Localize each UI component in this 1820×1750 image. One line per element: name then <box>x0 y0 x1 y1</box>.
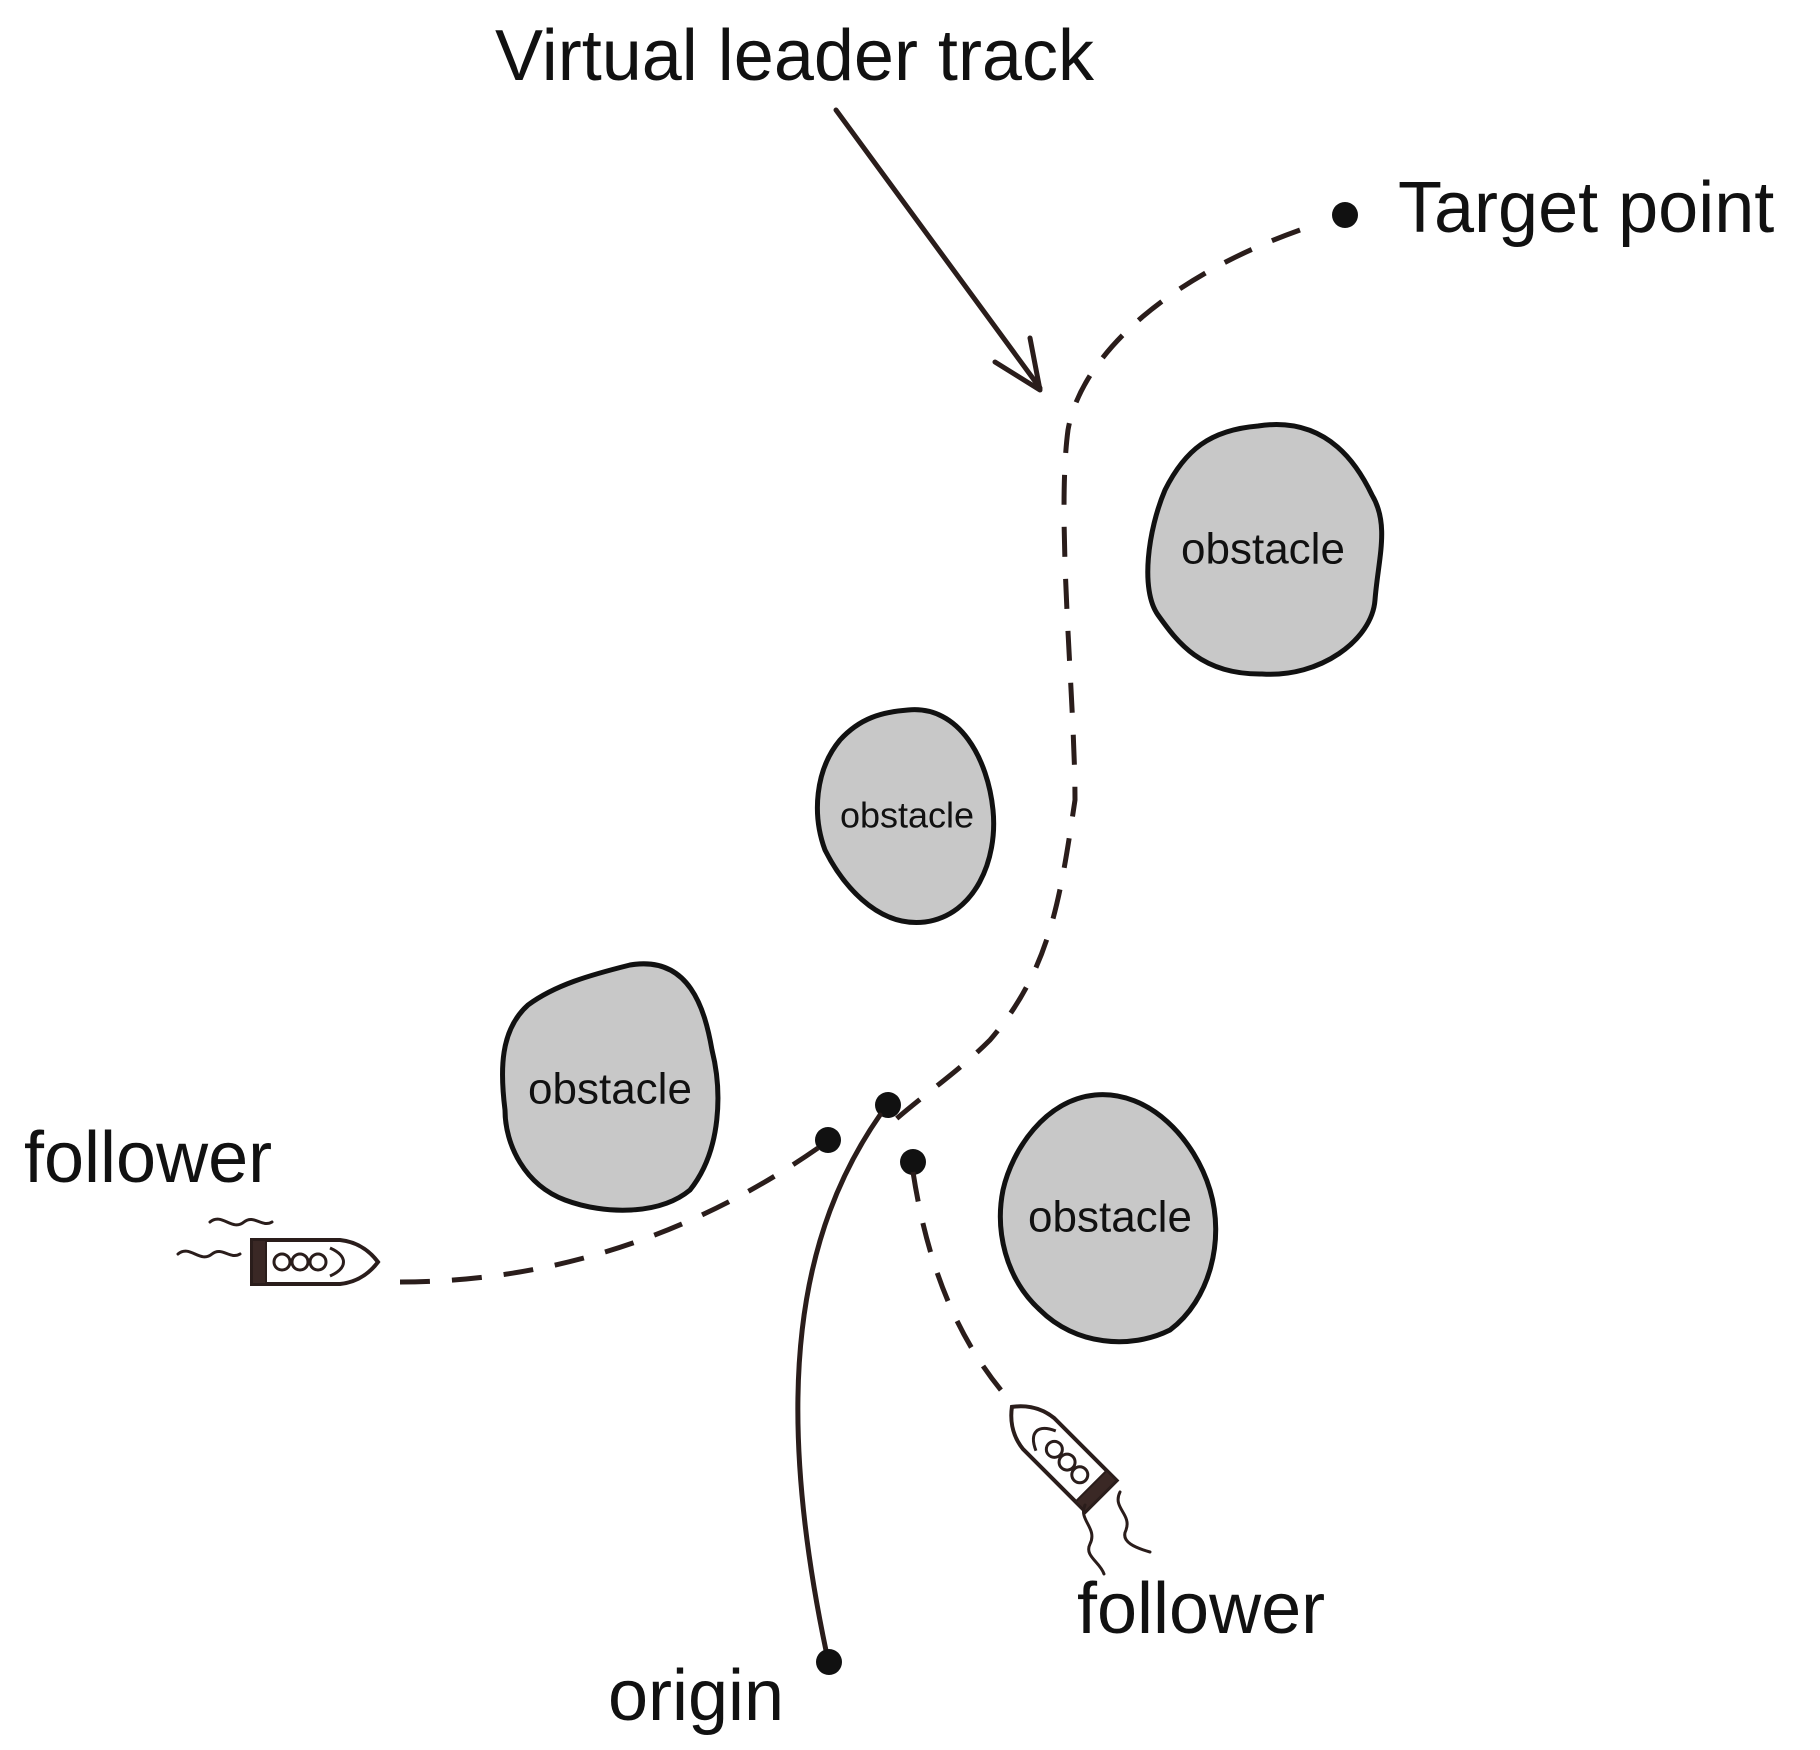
obstacle-middle: obstacle <box>815 707 997 925</box>
obstacle-label: obstacle <box>840 795 974 836</box>
virtual-leader-track-label: Virtual leader track <box>495 16 1095 96</box>
obstacle-label: obstacle <box>1028 1193 1192 1242</box>
follower-left-wake-icon <box>176 1217 274 1259</box>
follower-left-label: follower <box>24 1118 272 1198</box>
obstacle-left: obstacle <box>499 961 721 1213</box>
follower-left-track <box>399 1145 820 1285</box>
obstacle-bottom-right: obstacle <box>997 1092 1219 1345</box>
follower-bottom-label: follower <box>1077 1569 1325 1649</box>
origin-label: origin <box>608 1656 784 1736</box>
follower-bottom-wake-icon <box>1082 1490 1152 1576</box>
leader-dot <box>875 1092 901 1118</box>
origin-path <box>795 1112 883 1663</box>
target-point-label: Target point <box>1398 168 1774 248</box>
virtual-leader-track <box>893 227 1301 1122</box>
leader-track-arrow <box>833 107 1043 393</box>
obstacle-top-right: obstacle <box>1145 422 1385 677</box>
follower-right-dot <box>900 1149 926 1175</box>
follower-boat-left-icon <box>250 1238 381 1286</box>
follower-left-dot <box>815 1127 841 1153</box>
target-point-dot <box>1332 202 1358 228</box>
follower-right-track <box>910 1171 1007 1397</box>
origin-dot <box>816 1649 842 1675</box>
obstacle-label: obstacle <box>528 1065 692 1114</box>
follower-boat-bottom-icon <box>1009 1404 1120 1515</box>
obstacle-label: obstacle <box>1181 525 1345 574</box>
